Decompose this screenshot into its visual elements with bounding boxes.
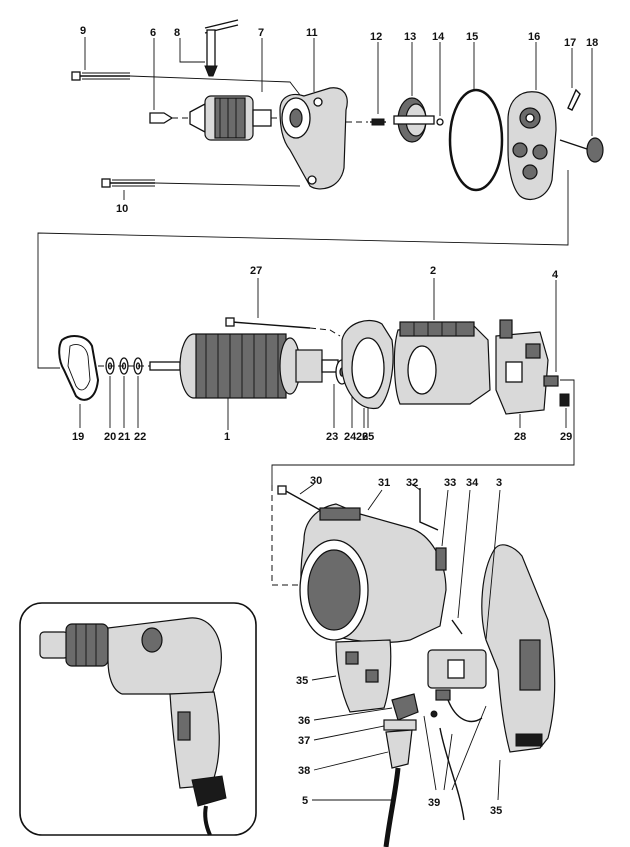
callout-39: 39 [428,797,440,809]
callout-24: 24 [344,431,357,443]
part-33-clip [435,489,449,571]
part-5-power-cord [312,767,401,847]
part-20-washer [105,357,115,428]
part-15-o-ring [448,42,504,192]
callout-29: 29 [560,431,572,443]
callout-37: 37 [298,735,310,747]
part-31-motor-housing [299,489,447,643]
callout-38: 38 [298,765,310,777]
part-2-field-housing [393,278,491,405]
part-37-cord-clamp [313,719,417,741]
callout-36: 36 [298,715,310,727]
callout-25: 25 [362,431,374,443]
part-9-screw [71,37,301,96]
callout-26: 26 [356,431,368,443]
callout-16: 16 [528,31,540,43]
part-6-screw [149,38,200,124]
part-32-lead-wire [411,483,439,531]
callout-21: 21 [118,431,130,443]
callout-30: 30 [310,475,322,487]
callout-13: 13 [404,31,416,43]
part-22-washer [133,357,143,428]
callout-4: 4 [552,269,559,281]
callout-9: 9 [80,25,86,37]
part-19-rubber-guard [58,335,100,428]
part-36-switch [313,693,419,721]
callout-31: 31 [378,477,390,489]
callout-17: 17 [564,37,576,49]
callout-33: 33 [444,477,456,489]
part-26-baffle [341,319,394,428]
callout-19: 19 [72,431,84,443]
callout-20: 20 [104,431,116,443]
part-14-washer [436,42,444,126]
part-18-depth-knob [559,48,604,163]
callout-10: 10 [116,203,128,215]
callout-5: 5 [302,795,308,807]
gear-assembly-group [37,19,604,369]
callout-18: 18 [586,37,598,49]
callout-23: 23 [326,431,338,443]
callout-1: 1 [224,431,230,443]
callout-11: 11 [306,27,318,39]
part-29-brush-cap [271,379,575,485]
part-7-chuck [189,38,290,141]
callout-22: 22 [134,431,146,443]
motor-assembly-group [58,278,575,485]
part-34-screw [451,489,471,635]
callout-8: 8 [174,27,180,39]
part-38-strain-relief [313,729,413,771]
part-27-through-bolt [225,278,341,337]
part-28-brush-holder [495,319,549,428]
part-16-gear-plate [507,42,557,201]
part-4-carbon-brush [543,280,559,387]
callout-3: 3 [496,477,502,489]
callout-28: 28 [514,431,526,443]
callout-6: 6 [150,27,156,39]
callout-15: 15 [466,31,478,43]
part-12-pin [370,42,386,126]
callout-32: 32 [406,477,418,489]
assembled-drill-inset [19,602,257,836]
callout-35-left: 35 [296,675,308,687]
switch-module [427,649,487,723]
callout-35-right: 35 [490,805,502,817]
callout-14: 14 [432,31,445,43]
part-1-armature [149,333,339,430]
handle-assembly-group [271,483,556,847]
callout-34: 34 [466,477,479,489]
part-17-clip [567,48,581,111]
callout-2: 2 [430,265,436,277]
part-35-handle-half-left [311,639,392,713]
part-8-chuck-key [179,19,239,77]
part-39-leads [423,705,487,821]
part-10-screw [101,178,301,200]
part-3-handle-half [481,489,556,753]
callout-27: 27 [250,265,262,277]
callout-labels: 9 6 8 7 11 12 13 14 15 16 17 18 10 27 2 … [72,25,598,817]
callout-7: 7 [258,27,264,39]
callout-12: 12 [370,31,382,43]
part-13-gear [393,42,435,143]
part-11-gear-housing [279,38,368,190]
part-21-washer [119,357,129,428]
